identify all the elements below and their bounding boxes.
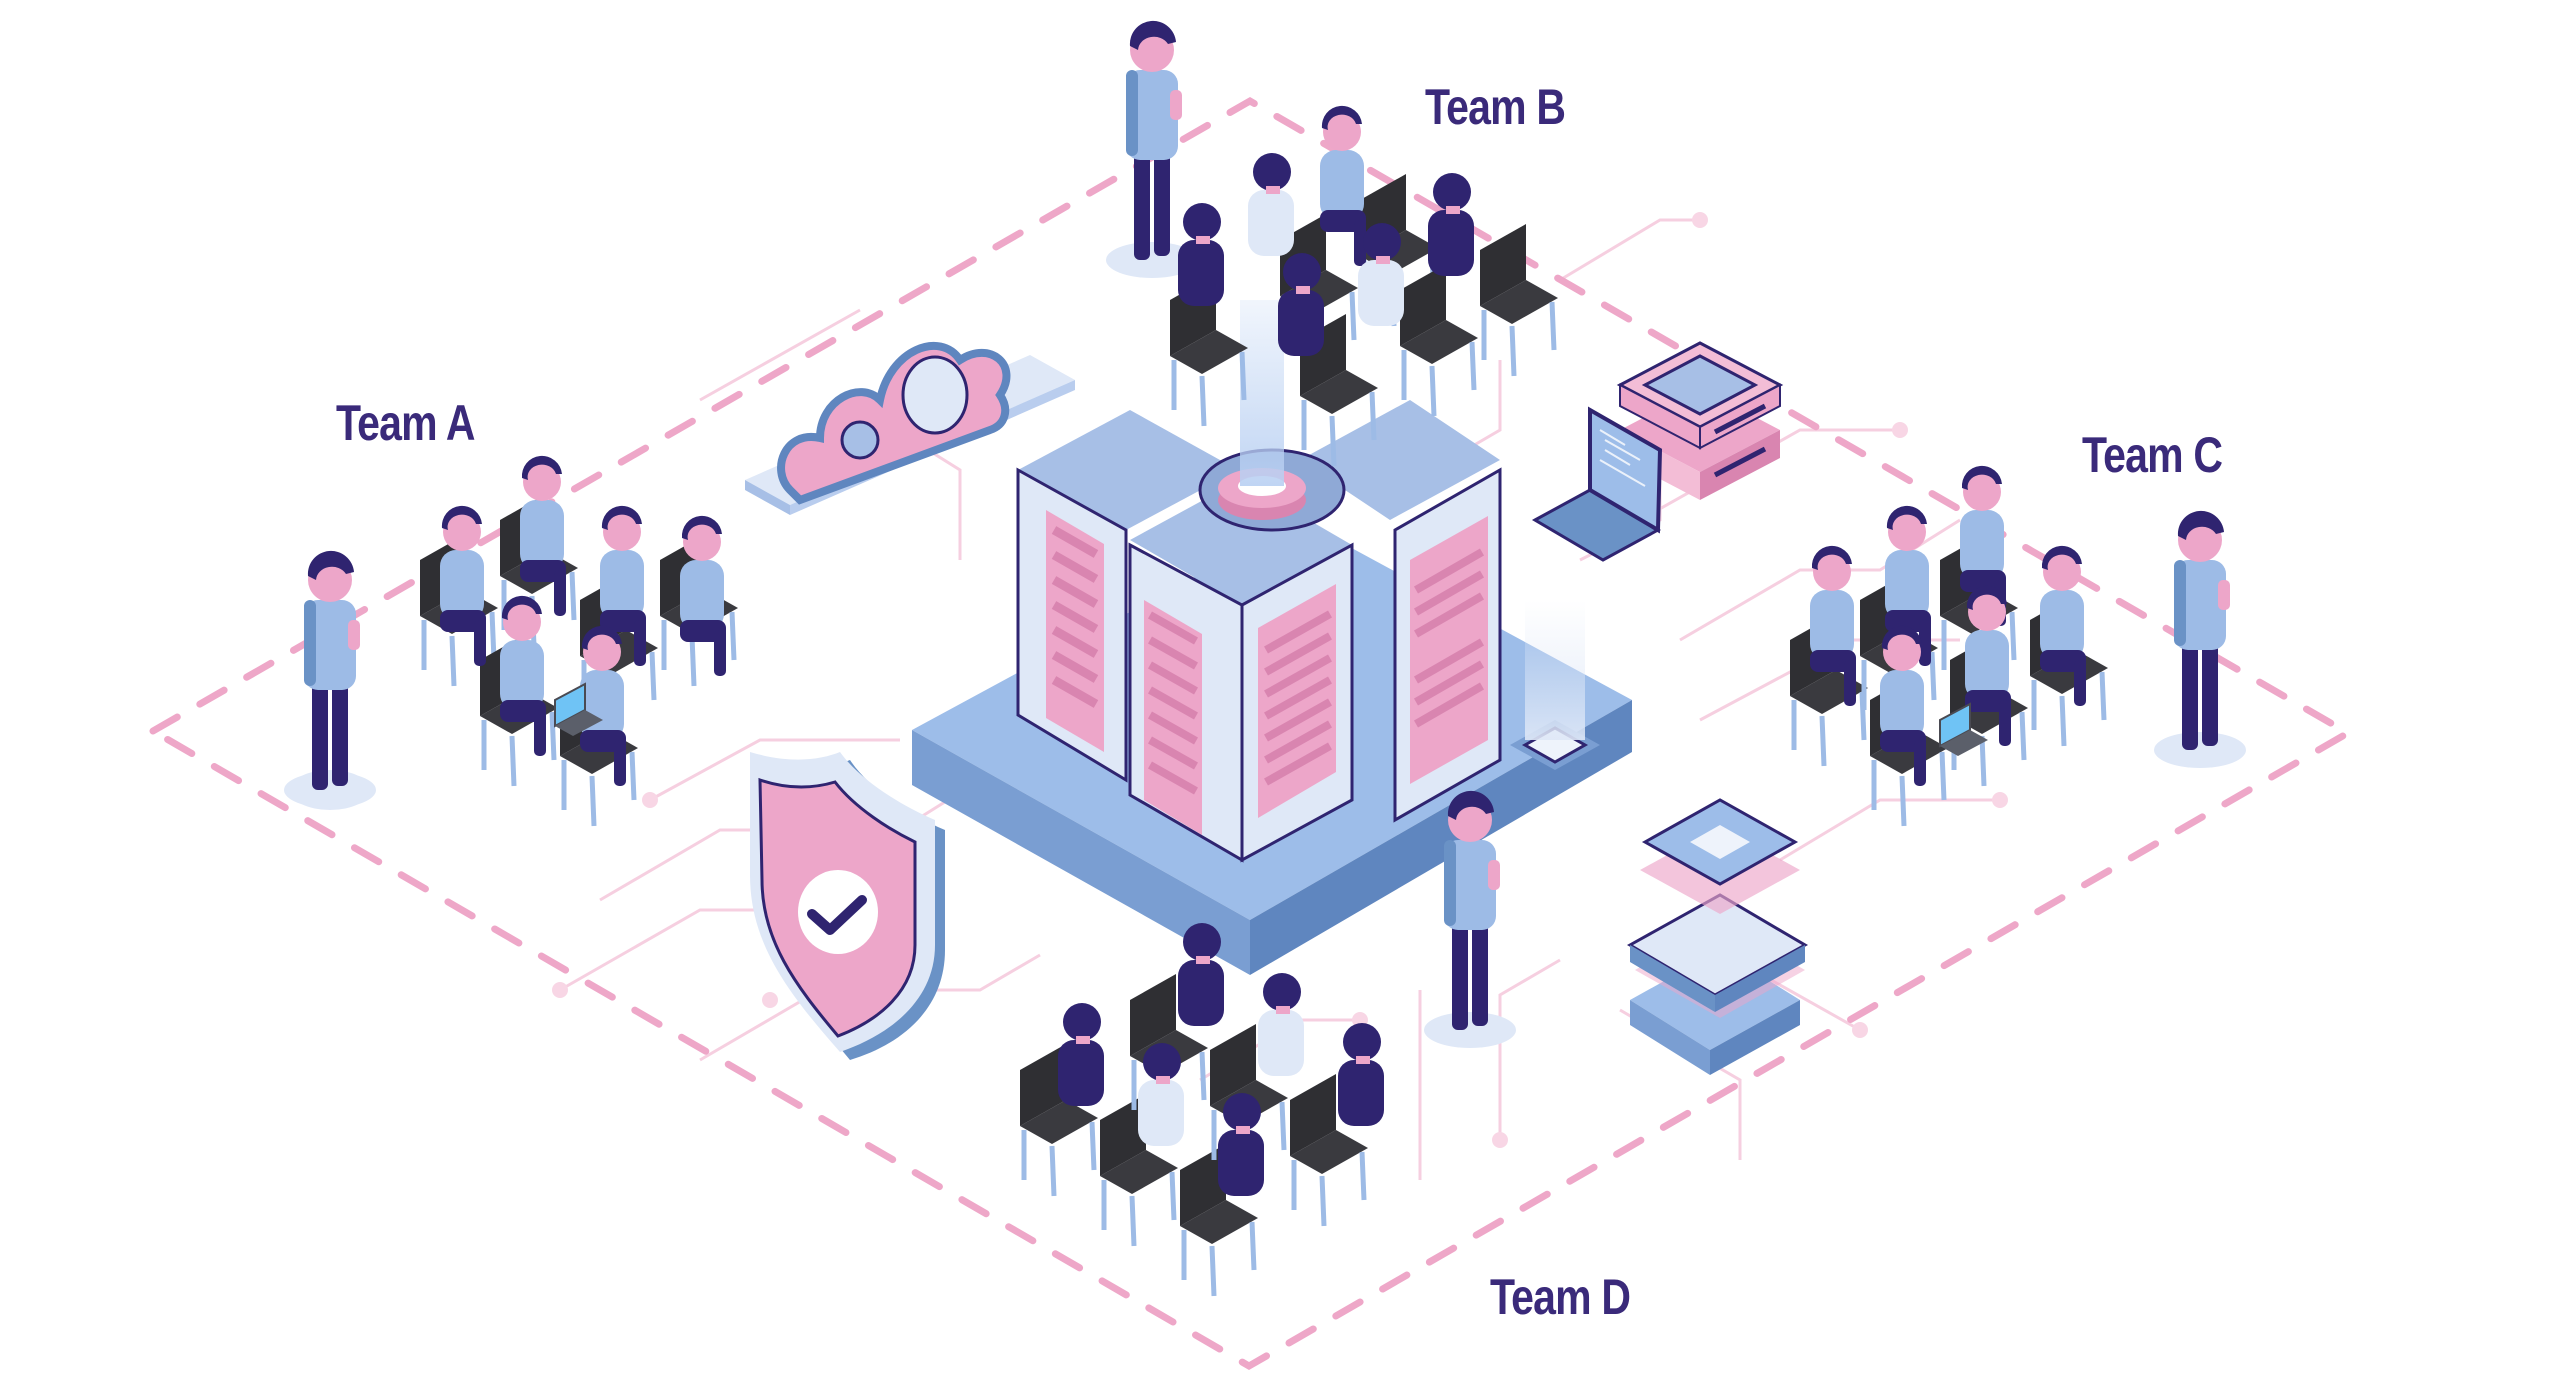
laptop-icon xyxy=(1531,406,1663,562)
team-a-group xyxy=(284,455,738,826)
laptop xyxy=(1531,406,1663,562)
shield-check-icon xyxy=(750,752,945,1060)
server-icon xyxy=(912,300,1632,975)
security-shield xyxy=(750,752,945,1060)
chip-stack xyxy=(1616,341,1784,500)
team-c-group xyxy=(1790,465,2246,826)
team-a-label: Team A xyxy=(336,395,475,451)
team-b-label: Team B xyxy=(1425,79,1566,135)
cloud-lock-icon xyxy=(777,341,1011,505)
central-server-rack xyxy=(912,300,1632,975)
team-c-label: Team C xyxy=(2082,427,2223,483)
dashed-diamond-border xyxy=(145,96,2356,1371)
cloud-vault xyxy=(745,341,1075,515)
layer-stack xyxy=(1626,798,1809,1075)
circuit-nodes xyxy=(552,212,2008,1148)
team-d-label: Team D xyxy=(1490,1269,1631,1325)
chip-icon xyxy=(1616,341,1784,500)
layers-icon xyxy=(1626,798,1809,1075)
